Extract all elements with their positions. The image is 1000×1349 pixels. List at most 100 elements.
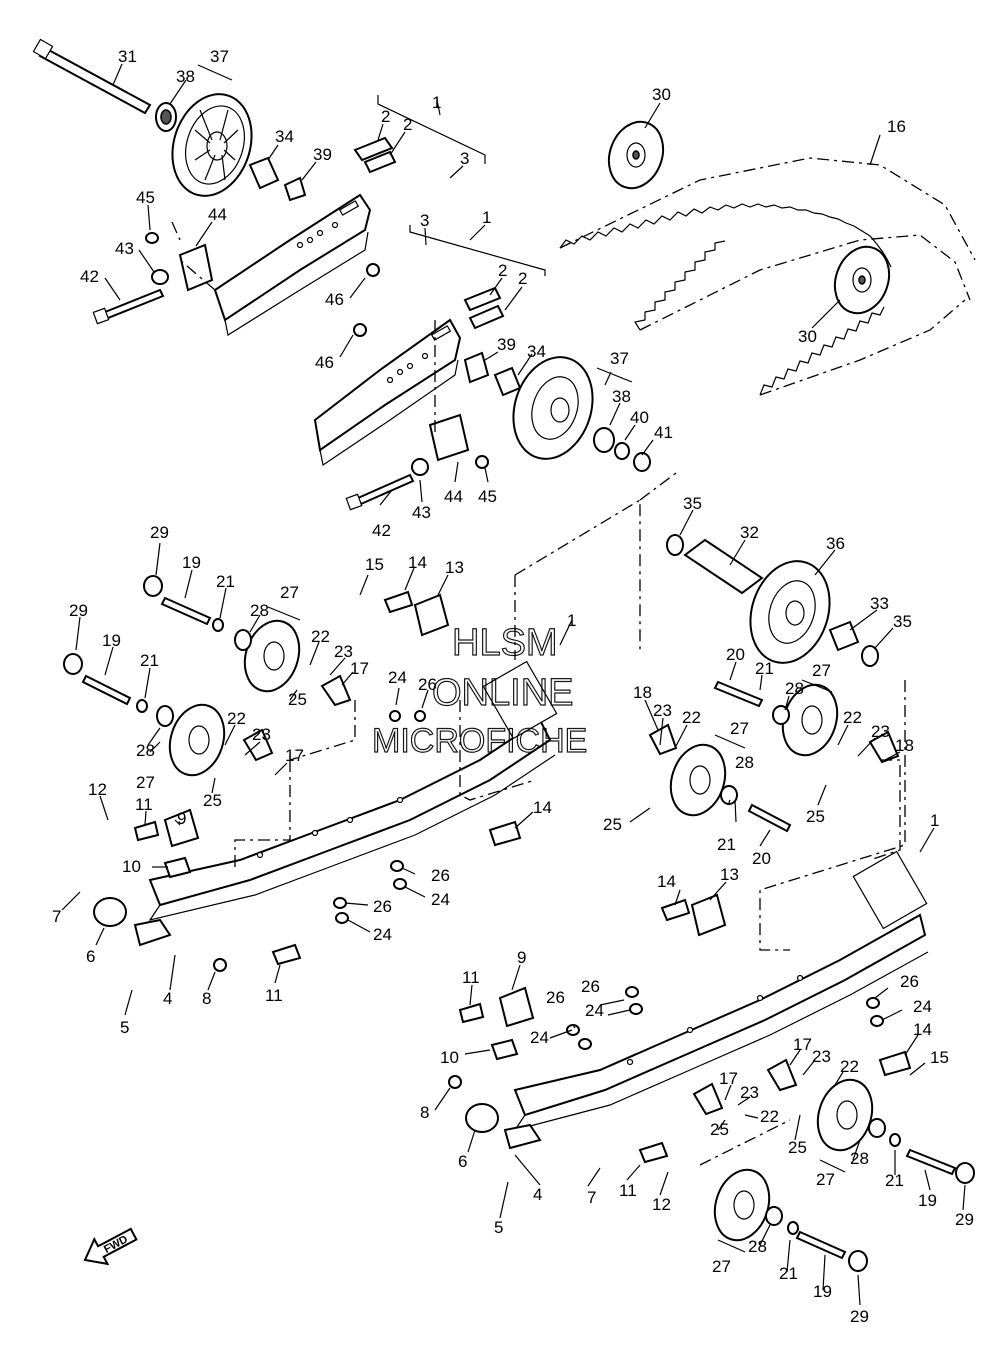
- bolt-42-upper: [92, 288, 165, 325]
- callout-1-mid: 1: [482, 208, 491, 227]
- assembly-line-9: [171, 221, 216, 291]
- wheel-27-left-upper: [243, 619, 301, 693]
- callout-42-upper: 42: [80, 267, 99, 286]
- nut-26-l3: [414, 710, 426, 722]
- callout-34-mid: 34: [527, 342, 546, 361]
- callout-31: 31: [118, 47, 137, 66]
- shaft-32: [683, 538, 764, 595]
- nut-26-r2: [566, 1024, 580, 1036]
- callout-24-left-a: 24: [388, 668, 407, 687]
- callout-38-upper: 38: [176, 67, 195, 86]
- callout-23-right-b: 23: [740, 1083, 759, 1102]
- callout-4-right: 4: [533, 1185, 542, 1204]
- callout-21-right-a: 21: [885, 1171, 904, 1190]
- callout-22-lu: 22: [311, 627, 330, 646]
- wheel-27-right-mid: [669, 743, 727, 817]
- callout-30-upper: 30: [652, 85, 671, 104]
- arm-17-rla: [766, 1058, 798, 1092]
- bolt-20-rm: [747, 803, 792, 833]
- arm-17-rlb: [692, 1082, 724, 1116]
- leader-lines: [61, 63, 966, 1306]
- nut-46-upper: [366, 263, 380, 277]
- callout-20-mid: 20: [752, 849, 771, 868]
- callout-23-lu: 23: [334, 642, 353, 661]
- callout-25-right-b: 25: [710, 1120, 729, 1139]
- block-9-left: [163, 808, 200, 848]
- spacer-35-left: [666, 534, 684, 556]
- callout-28-mid: 28: [735, 753, 754, 772]
- washer-43-upper: [151, 269, 169, 285]
- callout-26-right-a: 26: [581, 977, 600, 996]
- callout-28-right-a: 28: [850, 1149, 869, 1168]
- callout-16: 16: [887, 117, 906, 136]
- callout-17-ll: 17: [285, 746, 304, 765]
- callout-27-right-a: 27: [816, 1170, 835, 1189]
- callout-13-right: 13: [720, 865, 739, 884]
- callout-19-right-b: 19: [813, 1282, 832, 1301]
- callout-46-upper: 46: [325, 290, 344, 309]
- callout-19-lu: 19: [182, 553, 201, 572]
- callout-9-right: 9: [517, 948, 526, 967]
- callout-25-lu: 25: [288, 690, 307, 709]
- arm-18-rm: [648, 723, 678, 756]
- callout-19-right-a: 19: [918, 1191, 937, 1210]
- bracket-44-upper: [178, 243, 214, 292]
- stopper-6-left: [93, 897, 127, 927]
- callout-14-left-a: 14: [408, 553, 427, 572]
- callout-7-left: 7: [52, 907, 61, 926]
- bearing-38-mid: [593, 427, 615, 453]
- plate-14-left-a: [383, 590, 414, 614]
- nut-41: [633, 452, 651, 472]
- bracket-2-mid-b: [468, 304, 505, 330]
- callout-14-left-b: 14: [533, 798, 552, 817]
- plate-11-left-b: [271, 943, 302, 966]
- washer-8-left: [213, 958, 227, 972]
- group-bracket-27-rlb: [717, 1239, 746, 1253]
- callout-37-mid: 37: [610, 349, 629, 368]
- callout-9-left: 9: [177, 809, 186, 828]
- callout-17-right-a: 17: [793, 1035, 812, 1054]
- collar-33: [828, 620, 860, 652]
- callout-18-mid: 18: [633, 683, 652, 702]
- rail-upper-right: [313, 318, 462, 466]
- callout-25-mid: 25: [603, 815, 622, 834]
- callout-21-right-b: 21: [779, 1264, 798, 1283]
- callout-10-right: 10: [440, 1048, 459, 1067]
- washer-43-mid: [411, 458, 429, 476]
- callout-22-ll: 22: [227, 709, 246, 728]
- callout-40: 40: [630, 408, 649, 427]
- callout-28-ll: 28: [136, 741, 155, 760]
- assembly-line-6: [869, 759, 901, 861]
- callout-19-ll: 19: [102, 631, 121, 650]
- callout-44-mid: 44: [444, 487, 463, 506]
- wheel-37-mid: [512, 356, 594, 460]
- callout-27-ll: 27: [136, 773, 155, 792]
- callout-25-right-c: 25: [788, 1138, 807, 1157]
- callout-25-right: 25: [806, 807, 825, 826]
- bearing-28-rla: [868, 1118, 886, 1138]
- callout-labels: 31 37 38 34 39 1 2 2 3 45 44 43 42 46 30…: [52, 47, 974, 1326]
- callout-6-left: 6: [86, 947, 95, 966]
- assembly-line-5: [759, 680, 906, 951]
- callout-22-mid: 22: [682, 708, 701, 727]
- nut-24-r2: [578, 1038, 592, 1050]
- callout-8-right: 8: [420, 1103, 429, 1122]
- callout-23-mid: 23: [653, 701, 672, 720]
- callout-4-left: 4: [163, 989, 172, 1008]
- callout-45-upper: 45: [136, 188, 155, 207]
- washer-8-right: [448, 1075, 462, 1089]
- nut-26-r3: [866, 997, 880, 1009]
- callout-14-right-a: 14: [657, 872, 676, 891]
- callout-21-mid: 21: [717, 835, 736, 854]
- callout-26-right-c: 26: [900, 972, 919, 991]
- bolt-19-ll: [81, 674, 132, 706]
- callout-46-mid: 46: [315, 353, 334, 372]
- wheel-36: [749, 560, 831, 664]
- block-9-right: [498, 986, 535, 1028]
- callout-21-right: 21: [755, 659, 774, 678]
- group-bracket-27-rla: [819, 1159, 846, 1173]
- slide-rail-left: [133, 660, 558, 947]
- callout-11-left-a: 11: [135, 795, 153, 814]
- bracket-2-upper-a: [353, 136, 394, 162]
- rail-upper-left: [213, 193, 372, 336]
